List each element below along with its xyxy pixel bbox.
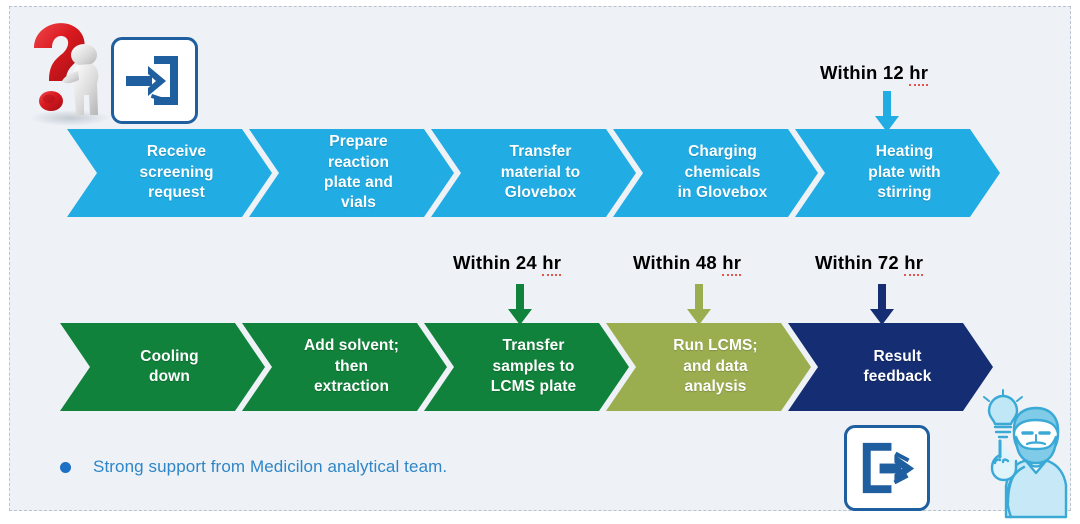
timing-callout-48hr-arrow [686, 284, 712, 326]
process-step-transfer-material-glovebox[interactable]: Transfer material to Glovebox [431, 129, 636, 217]
process-step-add-solvent-extraction[interactable]: Add solvent; then extraction [242, 323, 447, 411]
process-step-heating-plate-stirring[interactable]: Heating plate with stirring [795, 129, 1000, 217]
timing-callout-12hr-label: Within 12 hr [820, 62, 929, 86]
process-step-transfer-samples-lcms-plate[interactable]: Transfer samples to LCMS plate [424, 323, 629, 411]
timing-callout-24hr-arrow [507, 284, 533, 326]
process-step-charging-chemicals[interactable]: Charging chemicals in Glovebox [613, 129, 818, 217]
process-step-label: Charging chemicals in Glovebox [677, 143, 768, 202]
process-step-label: Receive screening request [139, 143, 214, 202]
process-step-cooling-down[interactable]: Cooling down [60, 323, 265, 411]
timing-callout-prefix: Within 72 [815, 252, 905, 273]
timing-callout-72hr-arrow [869, 284, 895, 326]
process-step-prepare-reaction-plate[interactable]: Prepare reaction plate and vials [249, 129, 454, 217]
process-step-run-lcms-data-analysis[interactable]: Run LCMS; and data analysis [606, 323, 811, 411]
timing-callout-72hr-label: Within 72 hr [815, 252, 924, 276]
process-step-label: Result feedback [863, 347, 932, 385]
process-step-label: Heating plate with stirring [868, 143, 941, 202]
timing-callout-prefix: Within 48 [633, 252, 723, 273]
timing-callout-48hr-label: Within 48 hr [633, 252, 742, 276]
timing-callout-12hr-arrow [874, 91, 900, 133]
timing-callout-unit: hr [904, 252, 924, 276]
process-step-label: Cooling down [140, 347, 199, 385]
footer-bullet-text: Strong support from Medicilon analytical… [93, 457, 448, 476]
timing-callout-prefix: Within 12 [820, 62, 910, 83]
process-step-label: Prepare reaction plate and vials [324, 133, 393, 212]
timing-callout-unit: hr [909, 62, 929, 86]
timing-callout-24hr-label: Within 24 hr [453, 252, 562, 276]
process-step-label: Add solvent; then extraction [303, 337, 400, 396]
process-step-result-feedback[interactable]: Result feedback [788, 323, 993, 411]
process-step-receive-screening-request[interactable]: Receive screening request [67, 129, 272, 217]
process-step-label: Transfer samples to LCMS plate [490, 337, 577, 396]
timing-callout-unit: hr [722, 252, 742, 276]
bullet-dot-icon [60, 461, 71, 473]
footer-bullet-row: Strong support from Medicilon analytical… [60, 457, 447, 477]
logout-arrow-out-of-box-icon [844, 425, 930, 511]
process-step-label: Transfer material to Glovebox [500, 143, 581, 202]
timing-callout-unit: hr [542, 252, 562, 276]
login-arrow-into-box-icon [111, 37, 198, 124]
slide-canvas: Receive screening request Prepare reacti… [9, 6, 1071, 519]
process-step-label: Run LCMS; and data analysis [673, 337, 758, 396]
bearded-man-with-lightbulb-icon [956, 389, 1080, 519]
timing-callout-prefix: Within 24 [453, 252, 543, 273]
question-mark-with-person-icon [22, 15, 118, 127]
